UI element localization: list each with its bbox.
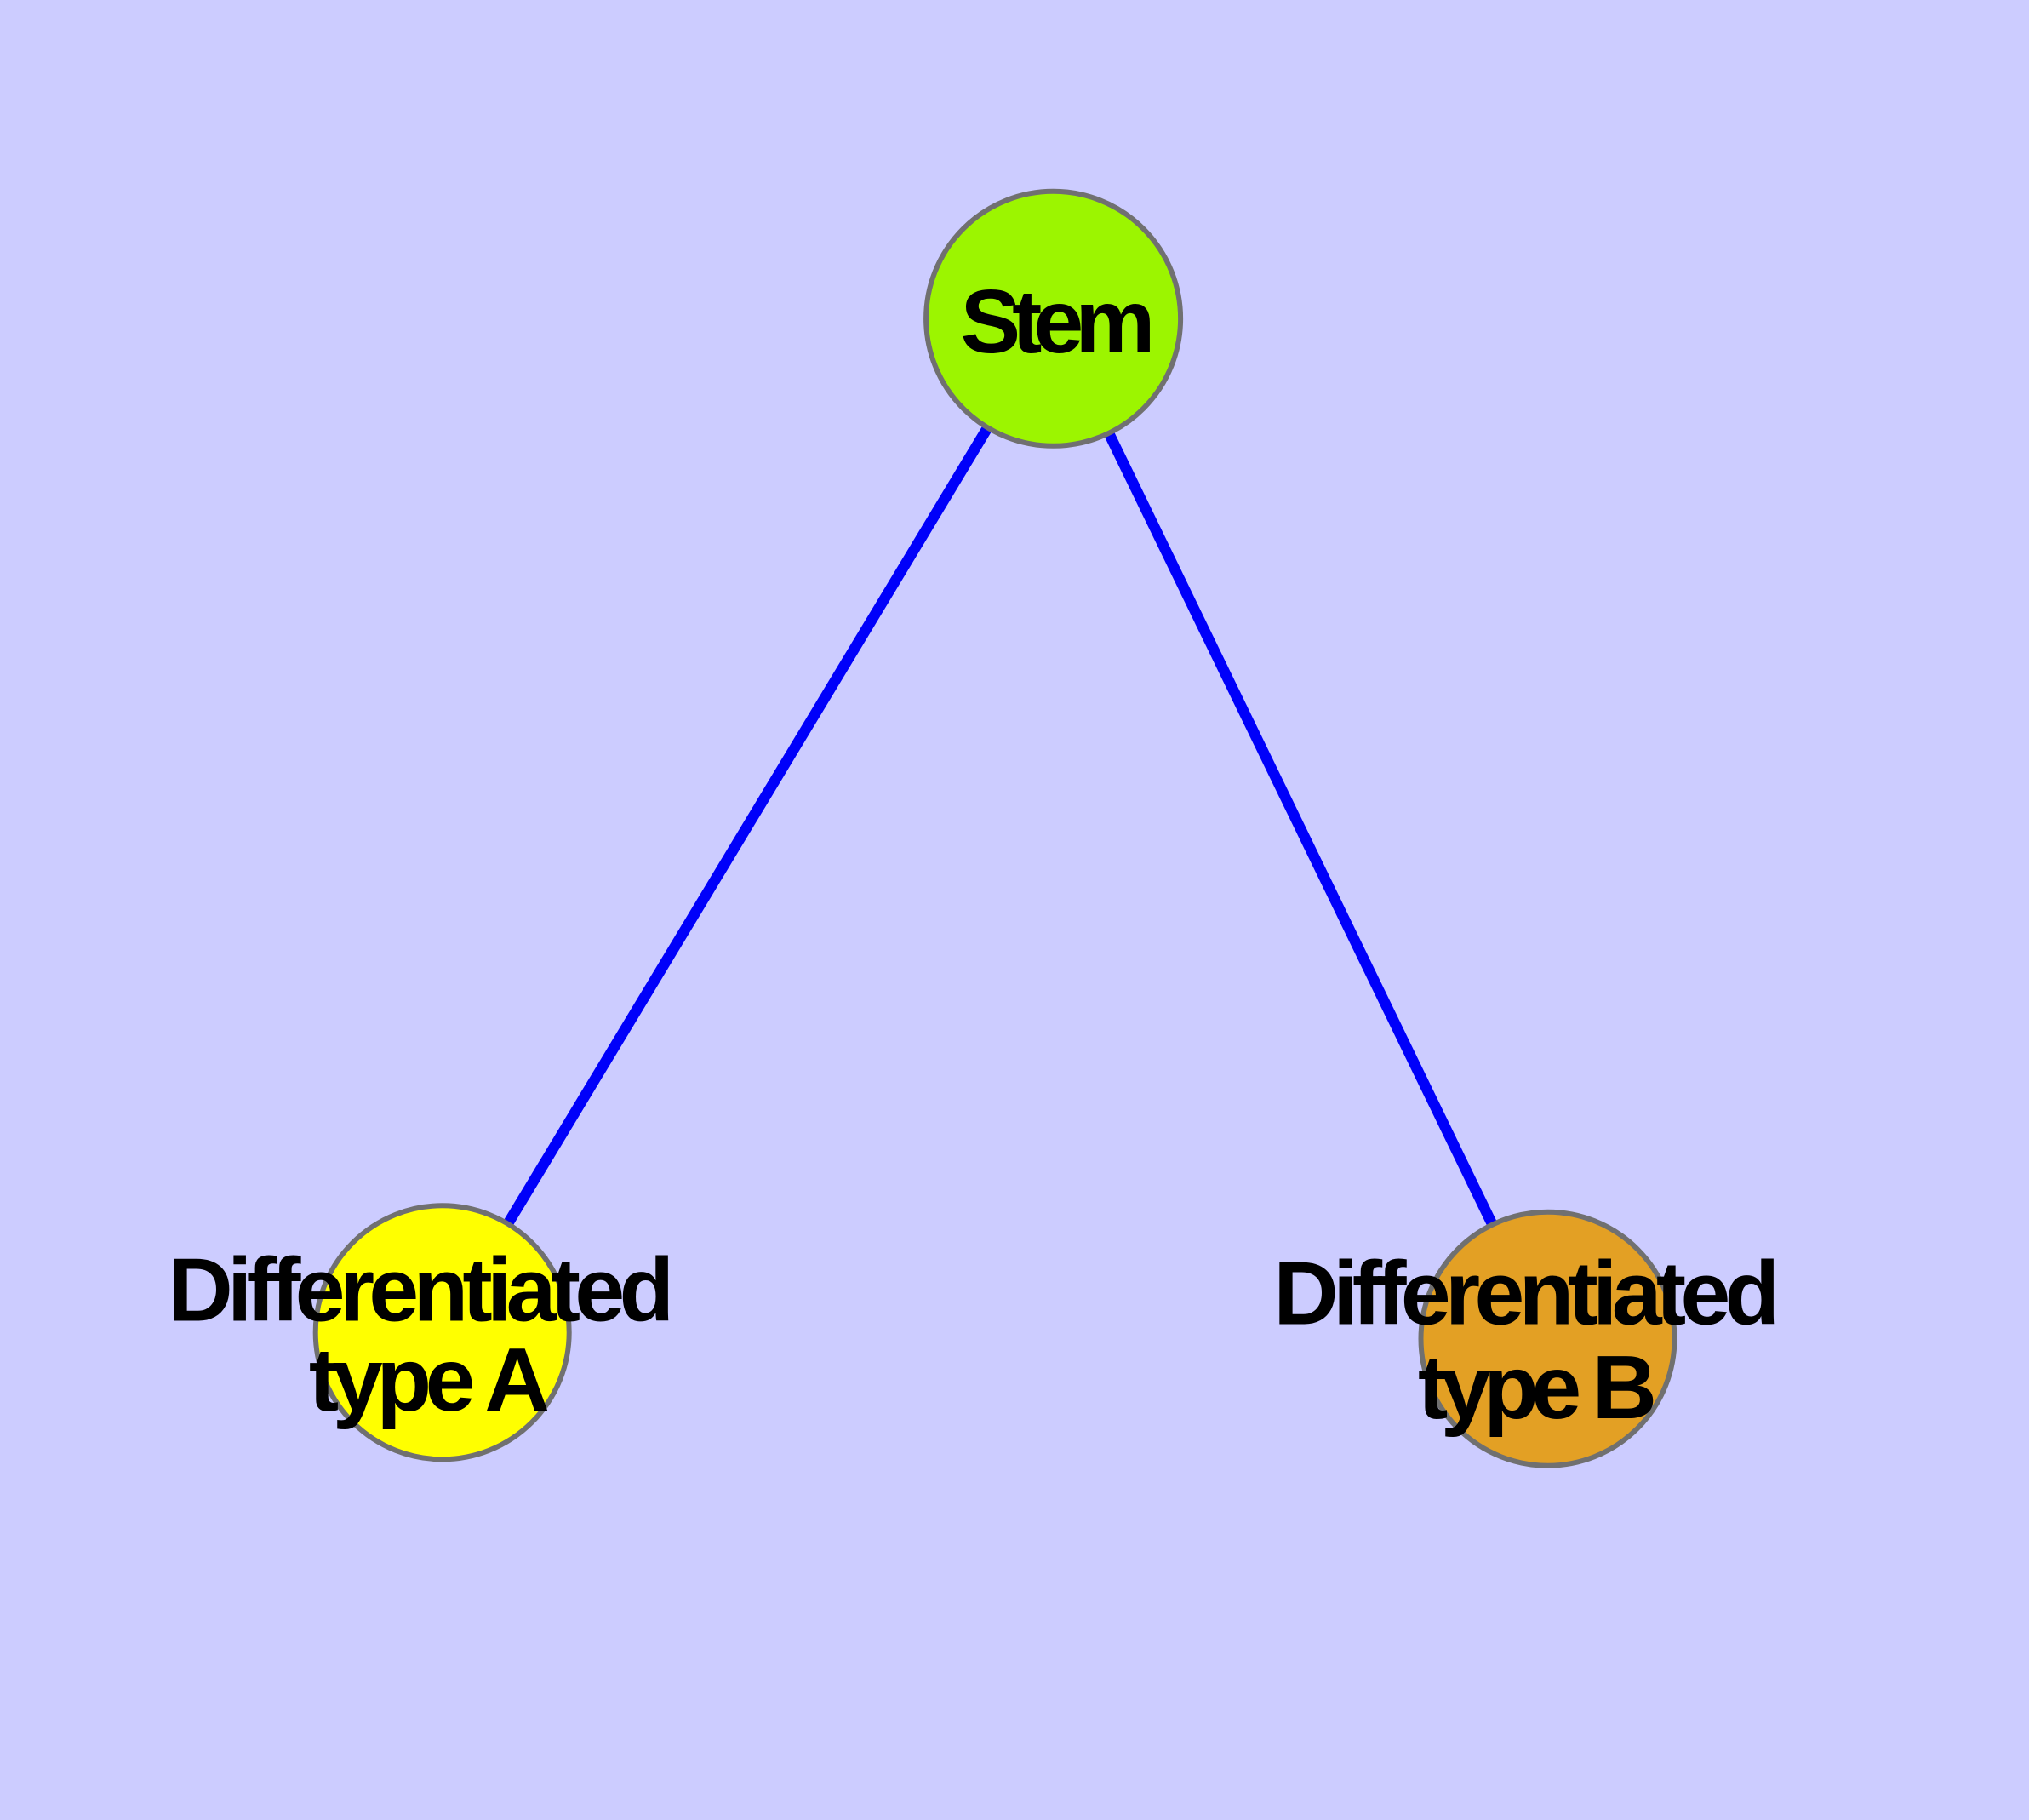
svg-text:Stem: Stem	[961, 272, 1156, 372]
svg-text:Differentiated: Differentiated	[1273, 1244, 1780, 1344]
svg-text:type B: type B	[1418, 1337, 1657, 1438]
svg-text:Differentiated: Differentiated	[168, 1240, 674, 1341]
svg-text:type A: type A	[309, 1330, 550, 1430]
